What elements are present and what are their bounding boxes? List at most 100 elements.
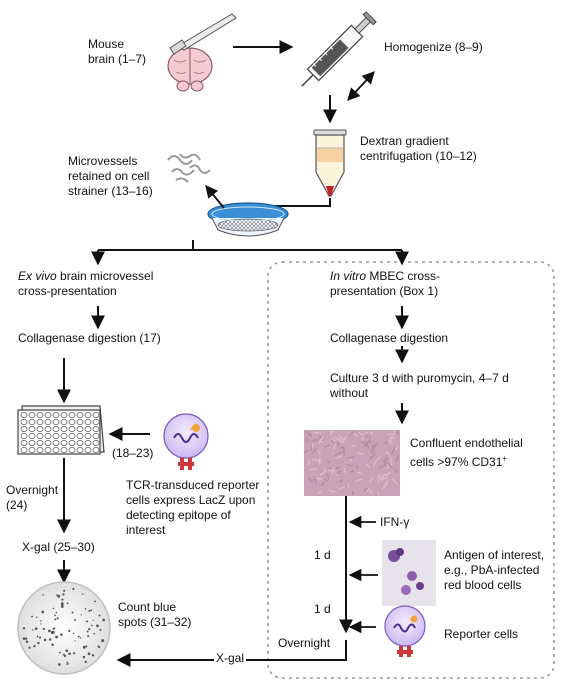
cell-texture [351, 444, 357, 448]
blue-spot [71, 611, 74, 614]
blue-spot [80, 614, 82, 616]
blue-spot [66, 602, 69, 605]
well [60, 440, 68, 446]
well [36, 440, 44, 446]
xgal-right-label: X-gal [214, 651, 247, 666]
cell-texture [347, 483, 350, 488]
well [20, 412, 28, 418]
cell-texture [384, 441, 389, 444]
microvessels-label: Microvessels retained on cell strainer (… [68, 154, 153, 199]
blue-spot [98, 646, 101, 649]
blue-spot [42, 627, 46, 631]
cell-texture [356, 452, 365, 455]
cell-texture [386, 461, 393, 469]
arrow-strainer-to-microvessels [205, 185, 225, 209]
cell-texture [318, 457, 321, 466]
well [28, 419, 36, 425]
cell-texture [328, 489, 337, 493]
blue-spot [86, 630, 89, 633]
blue-spot [34, 627, 38, 631]
cell-texture [338, 435, 344, 441]
well [52, 433, 60, 439]
well [28, 412, 36, 418]
cell-texture [338, 446, 345, 449]
cell-texture [311, 458, 320, 462]
cell-texture [377, 473, 380, 479]
blue-spot [51, 630, 55, 634]
well-plate-icon [17, 405, 105, 455]
cell-texture [305, 430, 313, 438]
cell-texture [307, 459, 310, 467]
blue-spot [33, 644, 36, 648]
overnight-left-label: Overnight (24) [6, 483, 58, 513]
blue-spot [87, 652, 91, 656]
blue-spot [55, 611, 58, 614]
cell-texture [383, 472, 392, 476]
blue-spot [59, 633, 62, 635]
blue-spot [62, 653, 65, 656]
cell-texture [356, 464, 359, 470]
antigen-rbc-image [382, 540, 436, 606]
well [68, 447, 76, 453]
count-line2: spots (31–32) [118, 615, 192, 629]
blue-spot [88, 627, 91, 631]
well [52, 447, 60, 453]
blue-spot [61, 598, 64, 601]
blue-spot [91, 654, 95, 657]
cell-texture [360, 440, 369, 448]
blue-spot [57, 663, 61, 666]
blue-spot [67, 663, 69, 665]
cell-texture [393, 468, 399, 473]
exvivo-rest: brain microvessel [56, 269, 154, 283]
blue-spot [51, 643, 54, 646]
well [68, 433, 76, 439]
reporter-cell-icon-left [163, 413, 209, 470]
well [20, 426, 28, 432]
blue-spot [72, 587, 75, 591]
blue-spot [36, 635, 39, 638]
well [28, 440, 36, 446]
blue-spot [57, 594, 61, 598]
cell-texture [352, 491, 354, 496]
cell-texture [394, 446, 399, 450]
well [36, 419, 44, 425]
cell-texture [333, 436, 341, 441]
blue-spot [52, 607, 55, 610]
cell-texture [365, 440, 370, 450]
well [76, 440, 84, 446]
cell-texture [349, 458, 352, 463]
blue-spot [97, 625, 99, 627]
blue-spot [28, 646, 31, 649]
dextran-line2: centrifugation (10–12) [360, 149, 477, 163]
cell-texture [307, 477, 313, 483]
well [20, 419, 28, 425]
blue-spot [22, 637, 26, 641]
arrow-overnight-to-dish [116, 640, 347, 667]
blue-spot [38, 636, 42, 639]
well [28, 426, 36, 432]
well [76, 426, 84, 432]
blue-spot [59, 651, 61, 654]
blue-spot [55, 635, 58, 639]
blue-spot [60, 602, 64, 606]
dextran-label: Dextran gradient centrifugation (10–12) [360, 134, 477, 164]
well [92, 419, 100, 425]
well [44, 433, 52, 439]
well [44, 447, 52, 453]
count-spots-label: Count blue spots (31–32) [118, 600, 191, 630]
cell-texture [326, 473, 330, 481]
cell-texture [303, 449, 309, 454]
cell-texture [349, 430, 354, 437]
cell-texture [313, 432, 322, 434]
blue-spot [74, 640, 76, 642]
cell-texture [365, 434, 368, 439]
cell-texture [334, 466, 341, 470]
day1a-label: 1 d [314, 548, 331, 562]
cell-texture [395, 453, 399, 464]
well [76, 447, 84, 453]
antigen-line2: e.g., PbA-infected [444, 563, 540, 577]
blue-spot [66, 661, 68, 664]
cell-texture [364, 431, 368, 434]
blue-spot [22, 627, 26, 630]
cell-texture [349, 470, 355, 473]
